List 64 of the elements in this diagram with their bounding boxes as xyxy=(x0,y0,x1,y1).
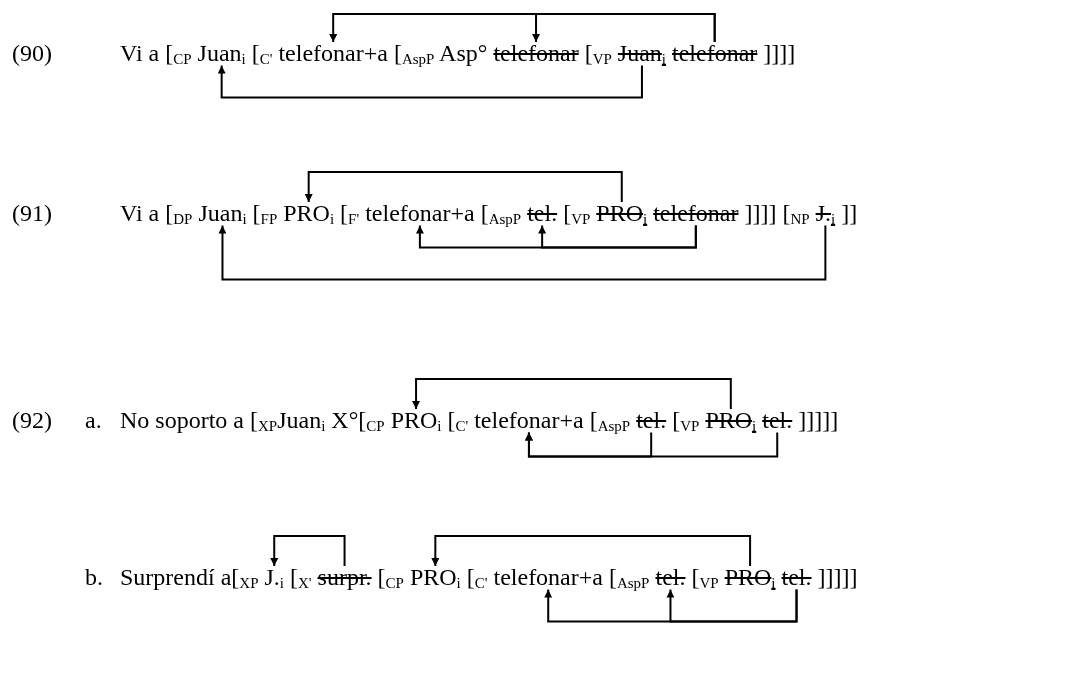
sentence-fragment: Surprendí a[$_{XP}$ xyxy=(120,564,259,592)
word: PRO$_{i}$ xyxy=(283,200,335,228)
struck-word: tel. xyxy=(762,407,793,435)
sentence-fragment: [$_{C'}$ xyxy=(466,564,488,592)
struck-word: tel. xyxy=(655,564,686,592)
word: telefonar+a xyxy=(474,407,584,435)
movement-arrow xyxy=(270,535,346,567)
sentence-fragment: No soporto a [$_{XP}$Juan$_{i}$ X°[$_{CP}$ xyxy=(120,407,385,435)
item-letter: b. xyxy=(85,564,103,592)
sentence-fragment: [$_{VP}$ xyxy=(691,564,719,592)
movement-arrow xyxy=(217,64,643,99)
sentence-fragment: ]]]]] xyxy=(817,564,858,592)
word: telefonar+a xyxy=(278,40,388,68)
struck-word: tel. xyxy=(527,200,558,228)
word: J.$_{i}$ xyxy=(264,564,284,592)
struck-word: telefonar xyxy=(653,200,739,228)
sentence-fragment: [$_{VP}$ xyxy=(563,200,591,228)
sentence-fragment: ]]]] xyxy=(744,200,777,228)
movement-arrow xyxy=(431,535,752,567)
sentence-fragment: ]]]] xyxy=(763,40,796,68)
word: Juan$_{i}$ xyxy=(197,40,246,68)
word: telefonar+a xyxy=(493,564,603,592)
movement-arrow xyxy=(524,431,779,458)
struck-word: Juan$_{i}$ xyxy=(617,40,667,68)
struck-word: PRO$_{i}$ xyxy=(596,200,648,228)
sentence-fragment: [$_{AspP}$ xyxy=(480,200,522,228)
word: Juan$_{i}$ xyxy=(198,200,247,228)
struck-word: tel. xyxy=(636,407,667,435)
sentence-fragment: [$_{C'}$ xyxy=(447,407,469,435)
sentence-fragment: [$_{VP}$ xyxy=(672,407,700,435)
sentence-fragment: [$_{VP}$ xyxy=(584,40,612,68)
struck-word: J.$_{i}$ xyxy=(815,200,836,228)
struck-word: telefonar xyxy=(672,40,758,68)
movement-arrow xyxy=(412,378,732,410)
struck-word: tel. xyxy=(781,564,812,592)
movement-arrow xyxy=(304,171,623,203)
sentence-fragment: [$_{F'}$ xyxy=(340,200,360,228)
struck-word: surpr. xyxy=(317,564,372,592)
sentence-fragment: [$_{AspP}$ xyxy=(589,407,631,435)
movement-arrow xyxy=(538,224,697,249)
word: telefonar+a xyxy=(365,200,475,228)
sentence-fragment: ]] xyxy=(841,200,858,228)
example-number: (92) xyxy=(12,407,52,435)
item-letter: a. xyxy=(85,407,102,435)
sentence-fragment: [$_{C'}$ xyxy=(251,40,273,68)
sentence-fragment: [$_{FP}$ xyxy=(252,200,278,228)
movement-arrow xyxy=(532,13,716,43)
struck-word: PRO$_{i}$ xyxy=(705,407,757,435)
sentence-fragment: [$_{AspP}$ xyxy=(608,564,650,592)
sentence-fragment: [$_{CP}$ xyxy=(377,564,404,592)
struck-word: PRO$_{i}$ xyxy=(724,564,776,592)
sentence-fragment: Vi a [$_{DP}$ xyxy=(120,200,193,228)
word: PRO$_{i}$ xyxy=(390,407,442,435)
sentence-fragment: [$_{X'}$ xyxy=(290,564,312,592)
sentence-fragment: ]]]]] xyxy=(798,407,839,435)
movement-arrow xyxy=(218,224,827,281)
movement-arrow xyxy=(666,588,798,623)
word: PRO$_{i}$ xyxy=(409,564,461,592)
struck-word: telefonar xyxy=(493,40,579,68)
sentence-fragment: Vi a [$_{CP}$ xyxy=(120,40,192,68)
sentence-fragment: [$_{AspP}$ Asp° xyxy=(393,40,488,68)
example-number: (90) xyxy=(12,40,52,68)
sentence-fragment: [$_{NP}$ xyxy=(782,200,810,228)
example-number: (91) xyxy=(12,200,52,228)
